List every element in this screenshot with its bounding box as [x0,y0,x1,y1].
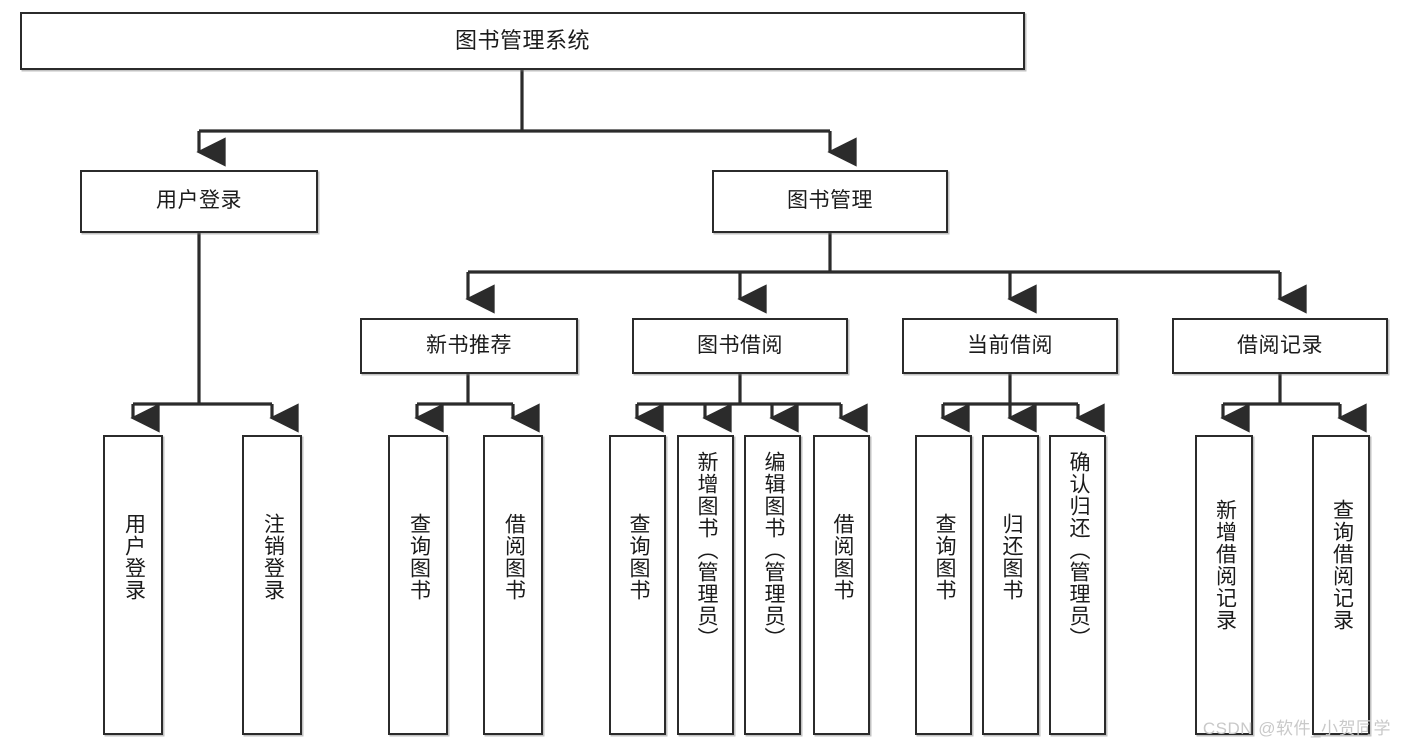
leaf-query-book-current[interactable]: 查询图书 [915,435,972,735]
watermark: CSDN @软件_小贺同学 [1202,719,1391,738]
leaf-return-book[interactable]: 归还图书 [982,435,1039,735]
node-user-login[interactable]: 用户登录 [80,170,318,233]
node-label: 用户登录 [156,189,242,213]
leaf-confirm-return[interactable]: 确认归还（管理员） [1049,435,1106,735]
leaf-query-book-borrow[interactable]: 查询图书 [609,435,666,735]
node-label: 图书借阅 [697,333,783,357]
node-label: 新增图书（管理员） [694,451,718,649]
leaf-borrow-book-recommend[interactable]: 借阅图书 [483,435,543,735]
node-label: 新书推荐 [426,333,512,357]
node-book-manage[interactable]: 图书管理 [712,170,948,233]
node-label: 查询图书 [407,513,431,601]
leaf-user-login[interactable]: 用户登录 [103,435,163,735]
leaf-edit-book[interactable]: 编辑图书（管理员） [744,435,801,735]
node-current-borrow[interactable]: 当前借阅 [902,318,1118,374]
node-book-management-system[interactable]: 图书管理系统 [20,12,1025,70]
leaf-add-book[interactable]: 新增图书（管理员） [677,435,734,735]
node-label: 查询图书 [932,513,956,601]
node-label: 图书管理 [787,189,873,213]
node-label: 用户登录 [122,513,146,601]
node-label: 编辑图书（管理员） [761,451,785,649]
leaf-query-book-recommend[interactable]: 查询图书 [388,435,448,735]
node-label: 归还图书 [999,513,1023,601]
node-label: 新增借阅记录 [1213,499,1237,631]
node-label: 查询图书 [626,513,650,601]
node-label: 确认归还（管理员） [1066,451,1090,649]
leaf-user-logout[interactable]: 注销登录 [242,435,302,735]
node-borrow-record[interactable]: 借阅记录 [1172,318,1388,374]
node-label: 图书管理系统 [454,28,590,54]
leaf-add-borrow-record[interactable]: 新增借阅记录 [1195,435,1253,735]
node-label: 查询借阅记录 [1330,499,1354,631]
node-label: 借阅记录 [1237,333,1323,357]
node-label: 注销登录 [261,513,285,601]
node-new-book-recommend[interactable]: 新书推荐 [360,318,578,374]
leaf-borrow-book[interactable]: 借阅图书 [813,435,870,735]
node-label: 借阅图书 [830,513,854,601]
leaf-query-borrow-record[interactable]: 查询借阅记录 [1312,435,1370,735]
node-label: 当前借阅 [967,333,1053,357]
node-book-borrow[interactable]: 图书借阅 [632,318,848,374]
node-label: 借阅图书 [502,513,526,601]
